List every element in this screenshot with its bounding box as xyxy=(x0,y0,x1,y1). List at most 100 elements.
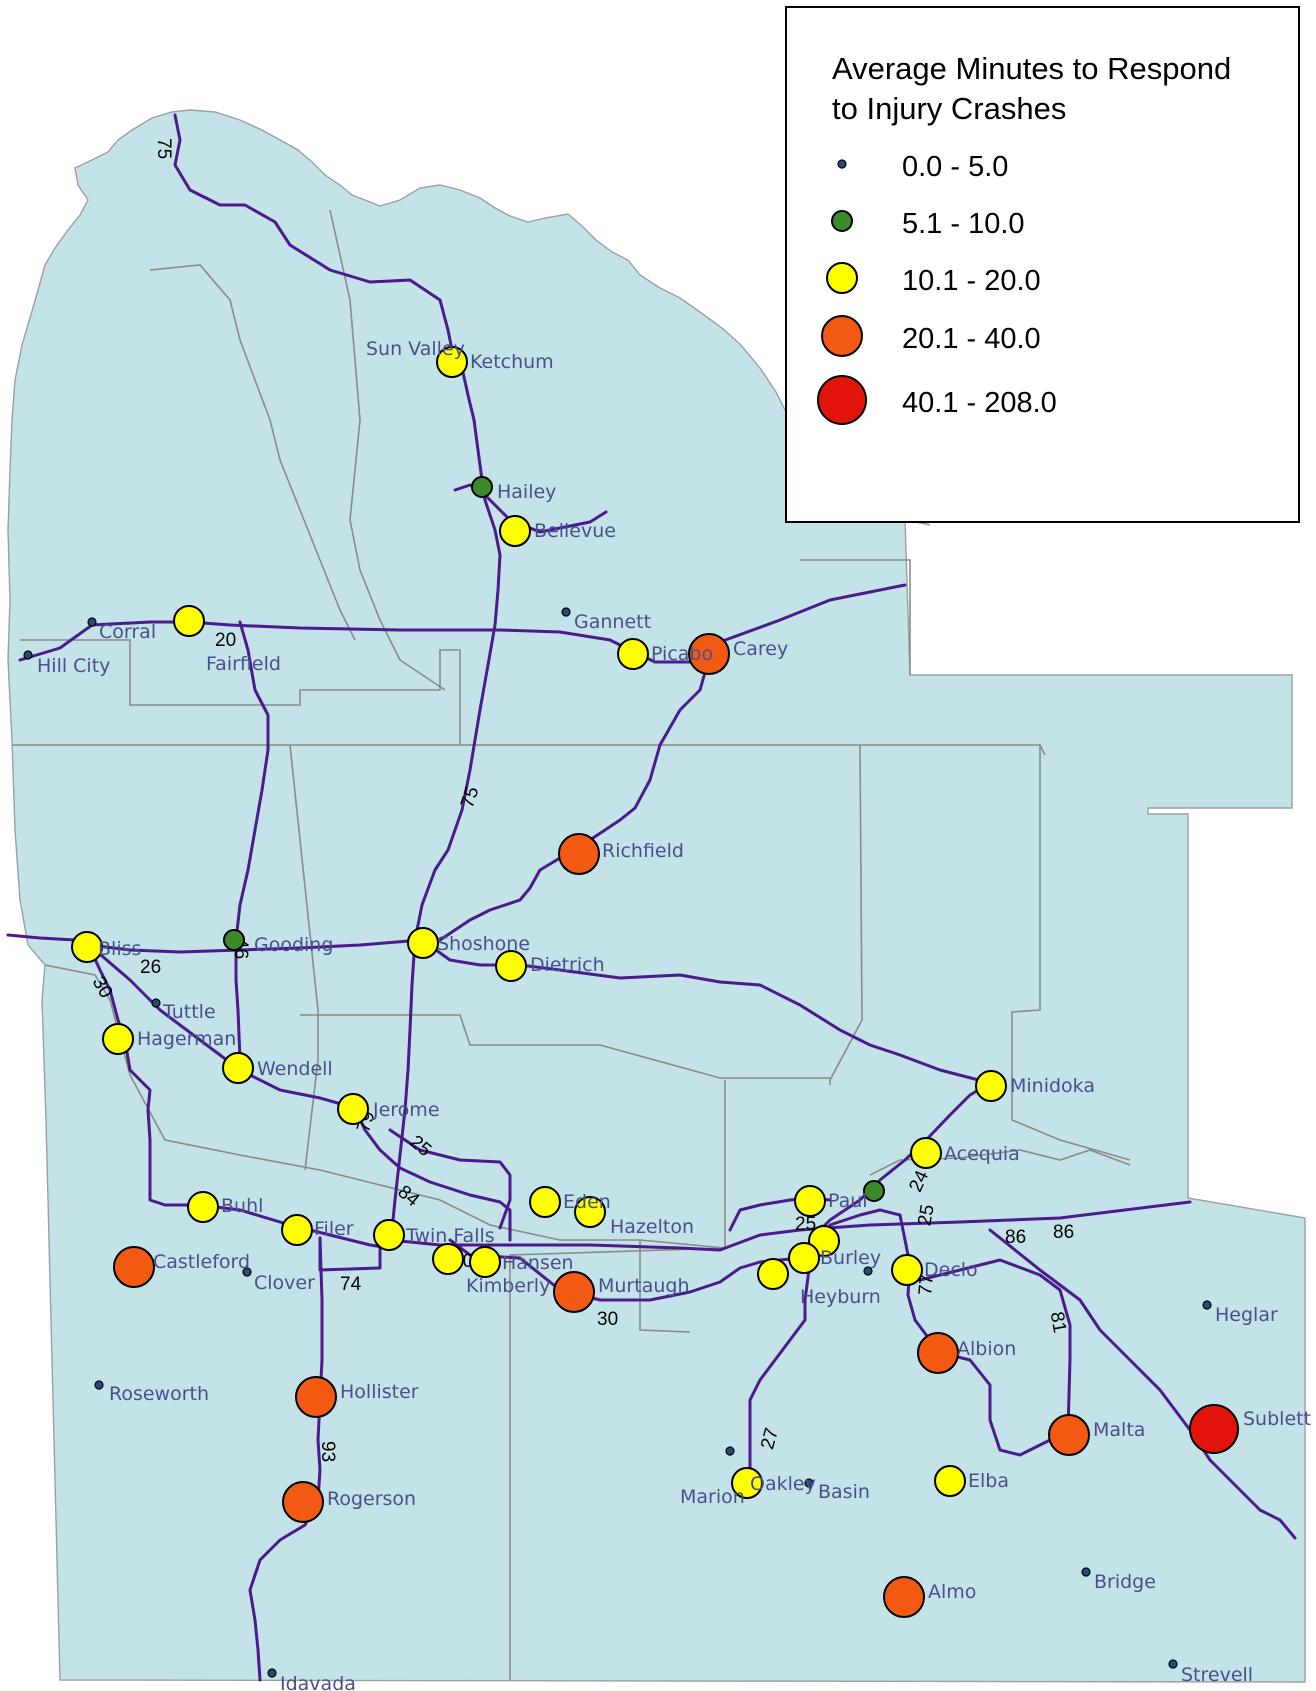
route-label: 26 xyxy=(140,957,161,978)
legend-title-line2: to Injury Crashes xyxy=(832,91,1066,126)
place-marker xyxy=(574,1196,606,1228)
place-label: Bridge xyxy=(1094,1571,1156,1593)
route-label: 25 xyxy=(795,1214,816,1235)
place-label: Murtaugh xyxy=(598,1275,689,1297)
place-label: Gannett xyxy=(574,611,651,633)
place-label: Ketchum xyxy=(470,351,554,373)
legend-label: 40.1 - 208.0 xyxy=(902,387,1057,419)
county-boundaries xyxy=(12,209,1131,1680)
route-label: 86 xyxy=(1005,1227,1026,1248)
place-label: Marion xyxy=(680,1486,745,1508)
place-label: Tuttle xyxy=(162,1001,216,1023)
place-label: Bellevue xyxy=(534,520,616,542)
place-marker xyxy=(94,1380,104,1390)
place-marker xyxy=(688,633,730,675)
place-label: Rogerson xyxy=(327,1488,416,1510)
place-marker xyxy=(891,1254,923,1286)
place-marker xyxy=(731,1467,763,1499)
place-marker xyxy=(337,1093,369,1125)
places-layer: Sun ValleyKetchumHaileyBellevueGannettCo… xyxy=(23,338,1311,1691)
legend-items: 0.0 - 5.05.1 - 10.010.1 - 20.020.1 - 40.… xyxy=(817,151,1057,425)
place-label: Castleford xyxy=(153,1251,250,1273)
place-marker xyxy=(282,1481,324,1523)
place-marker xyxy=(187,1191,219,1223)
place-label: Strevell xyxy=(1181,1664,1253,1686)
place-label: Hansen xyxy=(502,1252,574,1274)
place-marker xyxy=(883,1576,925,1618)
place-marker xyxy=(934,1465,966,1497)
place-marker xyxy=(469,1246,501,1278)
road-network xyxy=(6,113,1297,1682)
place-label: Picabo xyxy=(651,643,713,665)
legend-symbol xyxy=(817,375,867,425)
place-label: Hazelton xyxy=(610,1216,694,1238)
route-label: 81 xyxy=(1046,1310,1070,1334)
place-marker xyxy=(407,927,439,959)
place-label: Malta xyxy=(1093,1419,1145,1441)
route-label: 75 xyxy=(153,138,174,159)
place-marker xyxy=(373,1219,405,1251)
place-marker xyxy=(1081,1567,1091,1577)
legend-box xyxy=(785,6,1300,523)
place-label: Clover xyxy=(254,1272,315,1294)
place-marker xyxy=(561,607,571,617)
place-label: Sublett xyxy=(1243,1408,1311,1430)
place-marker xyxy=(725,1446,735,1456)
place-label: Bliss xyxy=(98,938,141,960)
legend-symbol xyxy=(837,159,847,169)
place-label: Dietrich xyxy=(530,954,605,976)
place-label: Carey xyxy=(733,638,788,660)
route-label: 20 xyxy=(215,630,236,651)
place-label: Kimberly xyxy=(466,1275,550,1297)
place-label: Heyburn xyxy=(800,1286,881,1308)
legend-label: 5.1 - 10.0 xyxy=(902,208,1025,240)
place-marker xyxy=(23,650,33,660)
place-marker xyxy=(917,1332,959,1374)
place-label: Hollister xyxy=(340,1381,419,1403)
place-marker xyxy=(281,1214,313,1246)
legend-label: 20.1 - 40.0 xyxy=(902,323,1041,355)
place-marker xyxy=(242,1267,252,1277)
place-marker xyxy=(471,476,493,498)
place-label: Declo xyxy=(924,1259,978,1281)
place-label: Minidoka xyxy=(1010,1075,1095,1097)
place-marker xyxy=(804,1478,814,1488)
place-label: Fairfield xyxy=(206,653,281,675)
place-marker xyxy=(794,1185,826,1217)
place-label: Oakley xyxy=(750,1473,816,1495)
route-label: 93 xyxy=(317,1441,338,1462)
place-marker xyxy=(757,1258,789,1290)
place-marker xyxy=(910,1137,942,1169)
place-marker xyxy=(1202,1300,1212,1310)
legend-symbol xyxy=(821,315,863,357)
route-label: 30 xyxy=(597,1309,618,1330)
legend-label: 0.0 - 5.0 xyxy=(902,151,1008,183)
place-marker xyxy=(1168,1659,1178,1669)
legend-title-line1: Average Minutes to Respond xyxy=(832,51,1231,86)
legend: Average Minutes to Respond to Injury Cra… xyxy=(785,6,1300,523)
place-label: Shoshone xyxy=(437,933,530,955)
place-label: Basin xyxy=(818,1481,870,1503)
place-marker xyxy=(432,1243,464,1275)
place-label: Burley xyxy=(820,1247,881,1269)
place-label: Corral xyxy=(99,621,156,643)
place-label: Jerome xyxy=(372,1099,440,1121)
place-label: Elba xyxy=(968,1470,1009,1492)
place-label: Albion xyxy=(957,1338,1016,1360)
place-marker xyxy=(436,346,468,378)
legend-symbol xyxy=(831,210,853,232)
legend-symbol xyxy=(826,262,858,294)
place-label: Richfield xyxy=(602,840,684,862)
place-marker xyxy=(1189,1404,1239,1454)
place-label: Buhl xyxy=(221,1195,263,1217)
place-label: Idavada xyxy=(280,1673,356,1691)
place-marker xyxy=(71,931,103,963)
route-label: 77 xyxy=(915,1273,938,1296)
place-marker xyxy=(1048,1414,1090,1456)
place-marker xyxy=(173,605,205,637)
place-label: Roseworth xyxy=(109,1383,209,1405)
place-marker xyxy=(788,1242,820,1274)
place-marker xyxy=(113,1246,155,1288)
place-marker xyxy=(499,515,531,547)
